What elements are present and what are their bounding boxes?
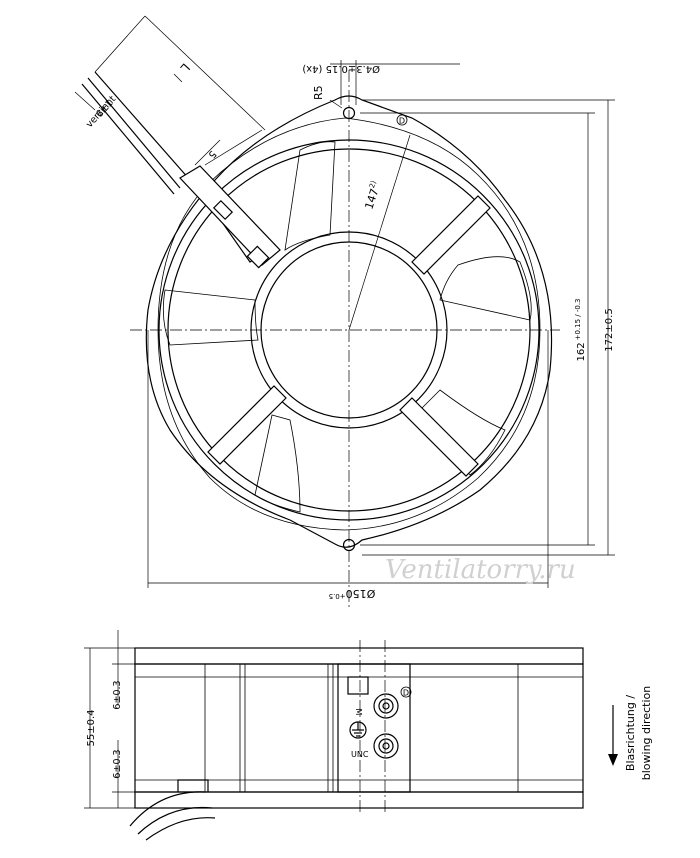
mounting-hole-bottom [342, 538, 356, 552]
cable-grommet [246, 245, 270, 269]
fan-blades [162, 141, 532, 513]
hole-diameter-label: Ø4.3±0.15 (4x) [302, 63, 380, 75]
ground-mark: M [354, 709, 363, 716]
hub-outer-ring [250, 231, 448, 429]
cable-clip [212, 199, 234, 221]
mounting-hole-top [342, 106, 356, 120]
blowing-direction-label-en: blowing direction [640, 686, 653, 781]
wire-length-dim-line [144, 15, 266, 131]
terminal-1-icon [382, 702, 390, 710]
diagonal-dimension-label: 1472) [362, 180, 384, 211]
diameter-label: Ø150+0.5 [329, 587, 376, 600]
marker-d-icon [396, 114, 408, 126]
inner-height-label: 162+0.15 / -0.3 [574, 298, 587, 361]
side-marker-d-icon [400, 686, 412, 698]
cable-wire [81, 83, 175, 195]
wire-length-label: L [178, 61, 193, 76]
fan-housing-inner-outline [157, 117, 541, 531]
flange-top-label: 6±0.3 [112, 680, 123, 709]
cable-exit-bracket [177, 779, 209, 792]
wire-ext-line-end [204, 129, 263, 166]
terminal-1-outer [373, 693, 399, 719]
cable-wire [87, 77, 181, 189]
cable-sleeve [179, 165, 281, 266]
fan-blade [284, 141, 336, 251]
venturi-inner-ring [167, 148, 531, 512]
wire-length-mark [173, 73, 183, 83]
total-height-label: 55±0.4 [86, 709, 97, 746]
cable [81, 71, 281, 269]
strut [411, 195, 491, 275]
terminal-2-icon [382, 742, 390, 750]
cable-side-wire [145, 817, 216, 841]
blowing-direction-label-de: Blasrichtung / [624, 695, 637, 771]
terminal-plate [337, 663, 411, 793]
strut [399, 397, 479, 477]
ground-label: UNC [351, 750, 369, 759]
arrow-head-icon [608, 754, 618, 766]
terminal-1-inner [378, 698, 394, 714]
outer-height-label: 172±0.5 [604, 308, 615, 351]
side-marker-d-label: D [403, 689, 409, 698]
bottom-flange [134, 791, 584, 809]
strut [207, 385, 287, 465]
label-box [347, 676, 369, 695]
radius-leader [329, 99, 343, 109]
top-view: D 1472) R5 Ø4.3±0.15 (4x) L 5 6±1 verzin… [74, 15, 615, 610]
strip-length-label: 5 [206, 148, 218, 160]
hub-inner-ring [260, 241, 438, 419]
watermark-text: Ventilatorry.ru [385, 555, 576, 585]
terminal-2-outer [373, 733, 399, 759]
tin-dim-line [74, 91, 96, 111]
strip-dim-line [194, 139, 221, 166]
diagonal-dimension-line [348, 134, 411, 331]
fan-blade [419, 389, 506, 476]
marker-d-label: D [399, 117, 405, 126]
terminal-2-inner [378, 738, 394, 754]
wire-tin-text: verzinnt [84, 94, 118, 130]
fan-housing-outline [145, 95, 553, 548]
cable-side-wire [129, 791, 206, 827]
fan-blade [254, 414, 301, 513]
cable-side-wire [137, 806, 213, 835]
fan-blade [439, 256, 532, 321]
fan-body [134, 663, 584, 793]
cable-wire [94, 71, 191, 181]
side-view: D M UNC 55±0.4 6±0.3 6±0.3 Blasrichtung … [84, 630, 653, 841]
radius-label: R5 [312, 85, 325, 100]
venturi-outer-ring [158, 139, 540, 521]
wire-ext-line [94, 15, 146, 73]
fan-blade [162, 289, 259, 346]
top-flange [134, 647, 584, 665]
flange-bottom-label: 6±0.3 [112, 749, 123, 778]
